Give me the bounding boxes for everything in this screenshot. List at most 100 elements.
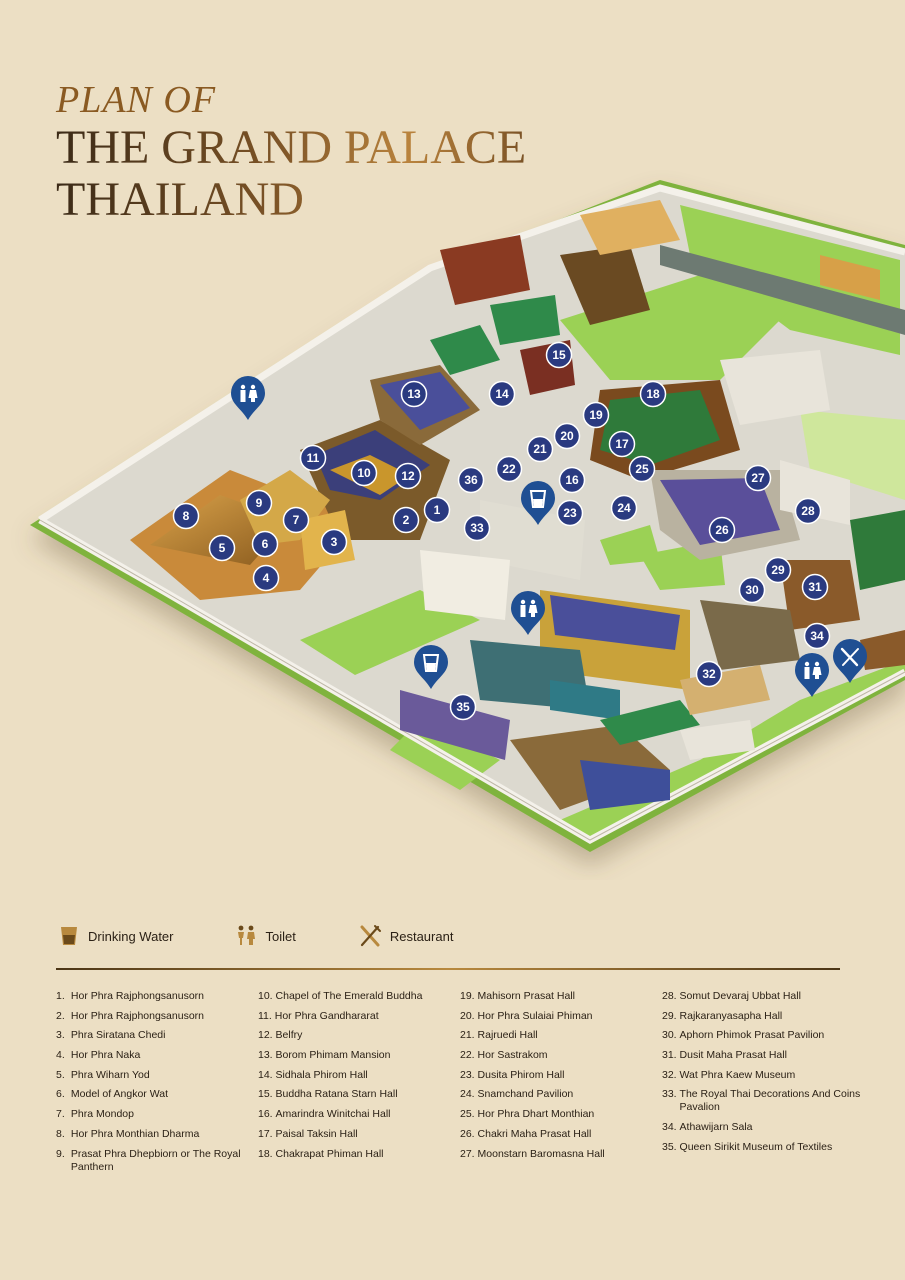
map-pin-number: 4 bbox=[263, 571, 270, 585]
place-item: 29. Rajkaranyasapha Hall bbox=[662, 1010, 862, 1023]
map-pin-20[interactable]: 20 bbox=[553, 422, 581, 450]
map-pin-number: 31 bbox=[808, 580, 822, 594]
map-pin-17[interactable]: 17 bbox=[608, 430, 636, 458]
map-pin-circle bbox=[744, 464, 772, 492]
place-item: 19. Mahisorn Prasat Hall bbox=[460, 990, 660, 1003]
map-pin-3[interactable]: 3 bbox=[320, 528, 348, 556]
map-pin-number: 20 bbox=[560, 429, 574, 443]
place-item: 12. Belfry bbox=[258, 1029, 458, 1042]
map-pin-29[interactable]: 29 bbox=[764, 556, 792, 584]
place-number: 30. bbox=[662, 1029, 677, 1042]
map-pin-circle bbox=[457, 466, 485, 494]
marker-shape bbox=[510, 590, 546, 635]
map-pin-circle bbox=[245, 489, 273, 517]
map-pin-36[interactable]: 36 bbox=[457, 466, 485, 494]
toilet-icon bbox=[804, 661, 822, 679]
map-pin-26[interactable]: 26 bbox=[708, 516, 736, 544]
map-pin-19[interactable]: 19 bbox=[582, 401, 610, 429]
map-pin-circle bbox=[545, 341, 573, 369]
place-number: 35. bbox=[662, 1140, 677, 1153]
map-pin-11[interactable]: 11 bbox=[299, 444, 327, 472]
map-pin-5[interactable]: 5 bbox=[208, 534, 236, 562]
map-pin-number: 22 bbox=[502, 462, 516, 476]
map-marker-toilet[interactable] bbox=[795, 653, 829, 697]
map-pin-32[interactable]: 32 bbox=[695, 660, 723, 688]
map-pin-number: 34 bbox=[810, 629, 824, 643]
map-pin-30[interactable]: 30 bbox=[738, 576, 766, 604]
map-pin-16[interactable]: 16 bbox=[558, 466, 586, 494]
map-pin-6[interactable]: 6 bbox=[251, 530, 279, 558]
map-pin-1[interactable]: 1 bbox=[423, 496, 451, 524]
place-name: Hor Phra Gandhararat bbox=[274, 1009, 379, 1022]
map-pin-27[interactable]: 27 bbox=[744, 464, 772, 492]
map-pin-circle bbox=[208, 534, 236, 562]
toilet-icon bbox=[238, 925, 256, 945]
title-line-1: THE GRAND PALACE bbox=[56, 121, 527, 174]
place-name: Hor Phra Rajphongsanusorn bbox=[70, 1009, 205, 1022]
map-pin-21[interactable]: 21 bbox=[526, 435, 554, 463]
place-name: Hor Phra Sulaiai Phiman bbox=[477, 1009, 593, 1022]
place-name: Somut Devaraj Ubbat Hall bbox=[679, 990, 801, 1002]
map-pin-circle bbox=[392, 506, 420, 534]
place-name: Hor Phra Monthian Dharma bbox=[70, 1127, 200, 1140]
map-pin-18[interactable]: 18 bbox=[639, 380, 667, 408]
map-pin-12[interactable]: 12 bbox=[394, 462, 422, 490]
map-pin-circle bbox=[495, 455, 523, 483]
map-pin-circle bbox=[628, 455, 656, 483]
place-number: 31. bbox=[662, 1049, 677, 1062]
map-pin-4[interactable]: 4 bbox=[252, 564, 280, 592]
map-marker-water[interactable] bbox=[414, 645, 448, 689]
place-name: Mahisorn Prasat Hall bbox=[477, 990, 575, 1002]
map-pin-34[interactable]: 34 bbox=[803, 622, 831, 650]
map-pin-number: 32 bbox=[702, 667, 716, 681]
place-number: 16. bbox=[258, 1108, 273, 1121]
place-item: 18. Chakrapat Phiman Hall bbox=[258, 1148, 458, 1161]
place-number: 10. bbox=[258, 990, 273, 1002]
place-item: 31. Dusit Maha Prasat Hall bbox=[662, 1049, 862, 1062]
legend-label: Restaurant bbox=[389, 928, 454, 944]
map-pin-28[interactable]: 28 bbox=[794, 497, 822, 525]
map-pin-22[interactable]: 22 bbox=[495, 455, 523, 483]
map-pin-number: 23 bbox=[563, 506, 577, 520]
map-pin-8[interactable]: 8 bbox=[172, 502, 200, 530]
map-marker-restaurant[interactable] bbox=[833, 639, 867, 683]
map-pin-9[interactable]: 9 bbox=[245, 489, 273, 517]
map-pin-24[interactable]: 24 bbox=[610, 494, 638, 522]
map-pin-circle bbox=[400, 380, 428, 408]
map-pin-15[interactable]: 15 bbox=[545, 341, 573, 369]
place-name: Rajkaranyasapha Hall bbox=[679, 1009, 783, 1022]
map-pin-7[interactable]: 7 bbox=[282, 506, 310, 534]
map-pin-33[interactable]: 33 bbox=[463, 514, 491, 542]
map-pin-2[interactable]: 2 bbox=[392, 506, 420, 534]
map-pin-circle bbox=[764, 556, 792, 584]
place-name: Hor Phra Naka bbox=[70, 1049, 141, 1062]
map-marker-water[interactable] bbox=[521, 481, 555, 525]
place-name: Paisal Taksin Hall bbox=[275, 1127, 358, 1140]
map-pin-circle bbox=[608, 430, 636, 458]
map-pin-31[interactable]: 31 bbox=[801, 573, 829, 601]
map-pin-10[interactable]: 10 bbox=[350, 459, 378, 487]
map-pin-14[interactable]: 14 bbox=[488, 380, 516, 408]
place-number: 14. bbox=[258, 1068, 273, 1081]
place-number: 29. bbox=[662, 1009, 677, 1022]
legend-toilet: Toilet bbox=[235, 924, 296, 948]
map-pin-number: 13 bbox=[407, 387, 421, 401]
map-pin-13[interactable]: 13 bbox=[400, 380, 428, 408]
map-pin-35[interactable]: 35 bbox=[449, 693, 477, 721]
map-marker-toilet[interactable] bbox=[510, 590, 546, 635]
map-pin-number: 25 bbox=[635, 462, 649, 476]
map-pin-23[interactable]: 23 bbox=[556, 499, 584, 527]
map-pin-25[interactable]: 25 bbox=[628, 455, 656, 483]
place-item: 25. Hor Phra Dhart Monthian bbox=[460, 1108, 660, 1121]
map-pin-circle bbox=[610, 494, 638, 522]
map-pin-circle bbox=[794, 497, 822, 525]
place-item: 21. Rajruedi Hall bbox=[460, 1029, 660, 1042]
map-pin-circle bbox=[172, 502, 200, 530]
marker-shape bbox=[795, 653, 829, 697]
place-number: 20. bbox=[460, 1009, 475, 1022]
map-marker-toilet[interactable] bbox=[231, 376, 265, 420]
place-number: 18. bbox=[258, 1147, 273, 1160]
place-name: Aphorn Phimok Prasat Pavilion bbox=[679, 1029, 825, 1042]
place-name: Moonstarn Baromasna Hall bbox=[477, 1147, 605, 1160]
